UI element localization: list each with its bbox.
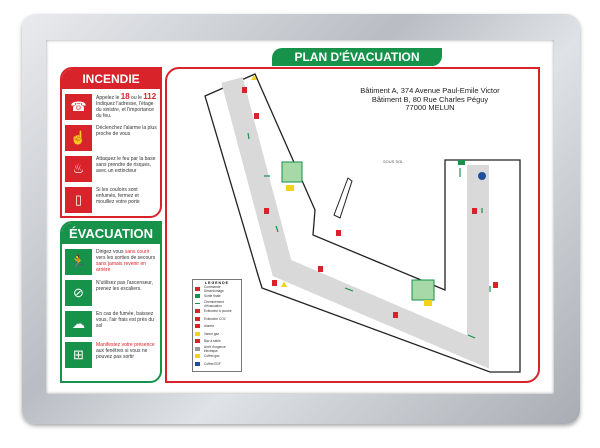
evacuation-text: N'utilisez pas l'ascenseur, prenez les e… xyxy=(96,280,153,292)
legend-swatch-icon xyxy=(195,361,200,366)
legend-label: Sortie finale xyxy=(204,294,221,299)
legend-swatch-icon xyxy=(195,294,200,299)
evacuation-arrows xyxy=(247,132,491,339)
extinguisher-icon xyxy=(336,230,341,236)
plan-area xyxy=(165,67,540,383)
legend-label: Commande Désenfumage xyxy=(204,284,224,293)
evacuation-panel: ÉVACUATION 🏃Dirigez vous sans courir ver… xyxy=(60,221,162,383)
extinguisher-icon xyxy=(272,280,277,286)
legend-item: Extincteur à poudre xyxy=(195,308,239,316)
legend-swatch-icon xyxy=(195,354,200,359)
evacuation-item: ⊘ N'utilisez pas l'ascenseur, prenez les … xyxy=(65,280,157,306)
exit-sign-icon xyxy=(458,160,465,165)
extinguisher-icon xyxy=(318,266,323,272)
incendie-item: ▯Si les couloirs sont enfumés, fermez et… xyxy=(65,187,157,213)
extinguisher-icon: ♨ xyxy=(65,156,92,182)
running-exit-icon: 🏃 xyxy=(65,249,92,275)
legend-item: Coffret EDF xyxy=(195,360,239,368)
arrow-icon xyxy=(467,334,476,339)
legend-item: Vanne gaz xyxy=(195,330,239,338)
evacuation-heading: ÉVACUATION xyxy=(62,223,160,244)
extinguisher-markers xyxy=(242,87,498,318)
legend-item: Coffret gaz xyxy=(195,353,239,361)
evacuation-item: ⊞Manifestez votre présence aux fenêtres … xyxy=(65,342,157,368)
legend-label: Arrêt d'urgence électrique xyxy=(204,344,226,353)
legend-label: Extincteur à poudre xyxy=(204,309,232,314)
legend-label: Coffret gaz xyxy=(204,354,220,359)
legend-item: Alarme xyxy=(195,323,239,331)
plan-title: PLAN D'ÉVACUATION xyxy=(272,48,442,66)
corridor xyxy=(221,77,489,369)
incendie-text: Indiquez l'adresse, l'étage du sinistre,… xyxy=(96,101,154,119)
legend-swatch-icon xyxy=(195,316,200,321)
extinguisher-icon xyxy=(264,208,269,214)
legend-item: Extincteur CO2 xyxy=(195,315,239,323)
incendie-item: ☝ Déclenchez l'alarme la plus proche de v… xyxy=(65,125,157,151)
legend-label: Extincteur CO2 xyxy=(204,316,226,321)
incendie-heading: INCENDIE xyxy=(62,69,160,89)
incendie-text: Déclenchez l'alarme la plus proche de vo… xyxy=(96,125,157,137)
incendie-text: Si les couloirs sont enfumés, fermez et … xyxy=(96,187,140,205)
no-elevator-icon: ⊘ xyxy=(65,280,92,306)
staircase-a xyxy=(281,161,303,191)
legend-label: Bac à sable xyxy=(204,339,221,344)
legend-label: Alarme xyxy=(204,324,215,329)
extinguisher-icon xyxy=(393,312,398,318)
staircase-b xyxy=(411,279,435,306)
legend-item: Arrêt d'urgence électrique xyxy=(195,345,239,353)
ramp xyxy=(333,177,353,219)
window-wave-icon: ⊞ xyxy=(65,342,92,368)
phone-icon: ☎ xyxy=(65,94,92,120)
legend-swatch-icon xyxy=(195,309,200,314)
evacuation-text: Dirigez vous sans courir vers les sortie… xyxy=(96,249,156,273)
level-label: SOUS SOL xyxy=(383,159,404,164)
legend-label: Coffret EDF xyxy=(204,361,221,366)
legend-heading: LEGENDE xyxy=(205,281,229,285)
evacuation-item: ☁En cas de fumée, baissez vous, l'air fr… xyxy=(65,311,157,337)
edf-box-icon xyxy=(478,172,486,180)
extinguisher-icon xyxy=(493,282,498,288)
incendie-text: Attaquez le feu par la base sans prendre… xyxy=(96,156,156,174)
legend-label: Vanne gaz xyxy=(204,331,220,336)
crawl-smoke-icon: ☁ xyxy=(65,311,92,337)
building-outline xyxy=(204,73,521,373)
arrow-icon xyxy=(247,132,250,140)
legend-swatch-icon xyxy=(195,346,200,351)
closed-door-icon: ▯ xyxy=(65,187,92,213)
extinguisher-icon xyxy=(254,113,259,119)
evacuation-text: Manifestez votre présence aux fenêtres s… xyxy=(96,342,155,360)
legend-swatch-icon xyxy=(195,324,200,329)
legend-label: Cheminement d'évacuation xyxy=(204,299,224,308)
extinguisher-icon xyxy=(472,208,477,214)
incendie-item: ♨Attaquez le feu par la base sans prendr… xyxy=(65,156,157,182)
legend-swatch-icon xyxy=(195,331,200,336)
legend-item: Bac à sable xyxy=(195,338,239,346)
arrow-icon xyxy=(275,225,279,233)
gas-valve-icon xyxy=(251,75,257,80)
extinguisher-icon xyxy=(242,87,247,93)
legend-swatch-icon xyxy=(195,339,200,344)
legend-swatch-icon xyxy=(195,303,200,305)
legend-swatch-icon xyxy=(195,286,200,291)
legend-item: Sortie finale xyxy=(195,293,239,301)
arrow-icon xyxy=(344,287,354,292)
alarm-button-icon: ☝ xyxy=(65,125,92,151)
legend-item: Commande Désenfumage xyxy=(195,285,239,293)
evacuation-text: En cas de fumée, baissez vous, l'air fra… xyxy=(96,311,154,329)
gas-valve-icon xyxy=(281,281,287,287)
evacuation-item: 🏃Dirigez vous sans courir vers les sorti… xyxy=(65,249,157,275)
building-address: Bâtiment A, 374 Avenue Paul-Emile Victor… xyxy=(360,86,500,112)
legend-item: Cheminement d'évacuation xyxy=(195,300,239,308)
